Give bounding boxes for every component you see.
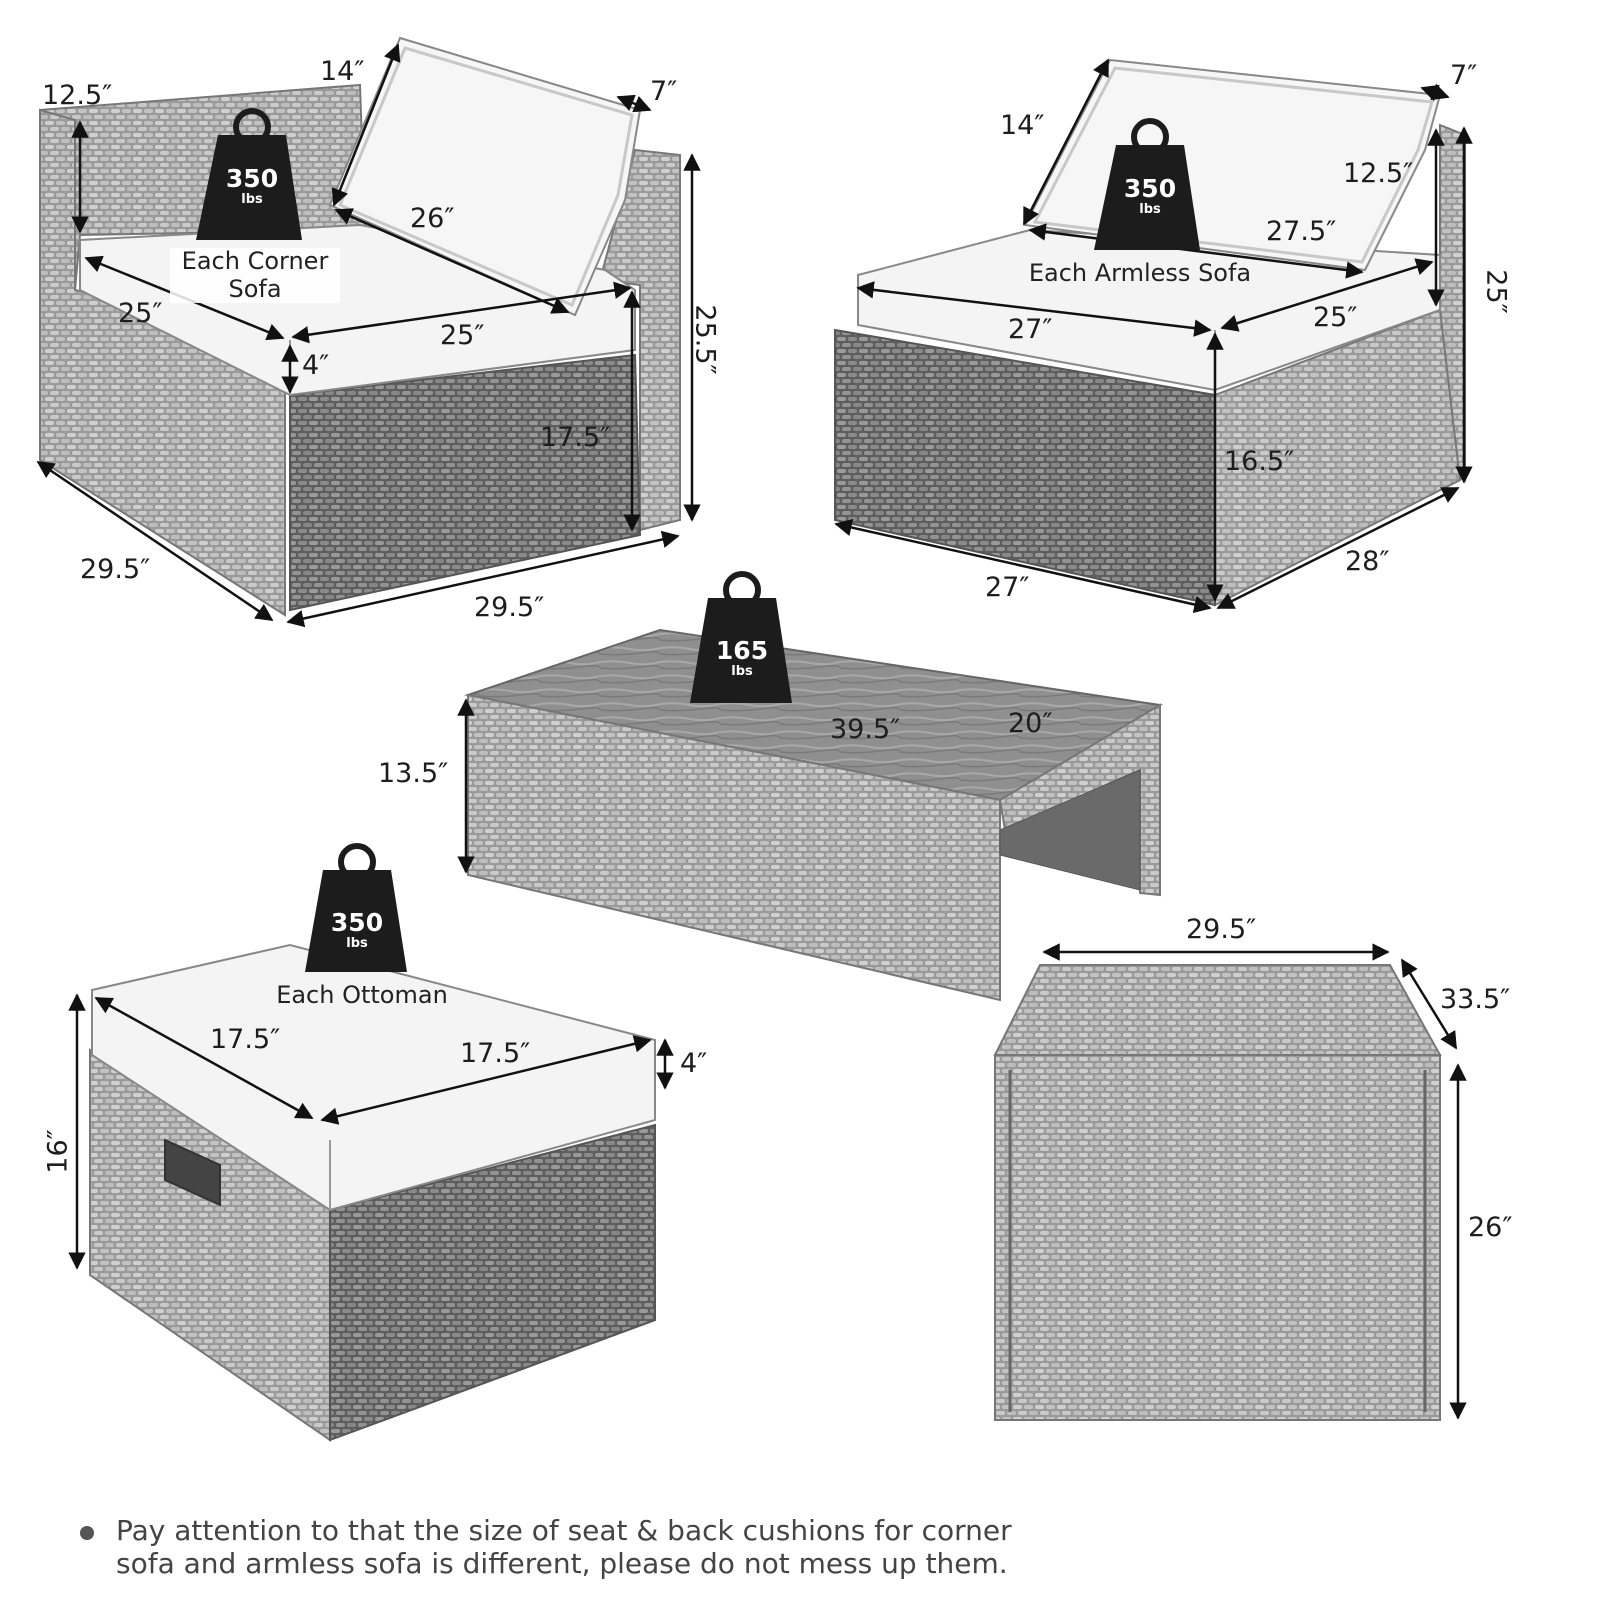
weight-icon xyxy=(196,108,302,240)
weight-value: 165 xyxy=(715,636,769,665)
dim-label: 16″ xyxy=(42,1129,74,1174)
dim-label: 17.5″ xyxy=(460,1038,531,1069)
dim-label: 25.5″ xyxy=(689,304,721,375)
corner-sofa-weight-badge: 350 lbs xyxy=(197,108,307,238)
armless-sofa-dimension-lines xyxy=(834,58,1473,614)
weight-unit: lbs xyxy=(346,936,368,951)
weight-value: 350 xyxy=(225,164,279,193)
coffee-table-weight-badge: 165 lbs xyxy=(687,580,797,710)
dim-label: 12.5″ xyxy=(42,80,113,111)
ottoman-weight-badge: 350 lbs xyxy=(302,852,412,982)
note-line: Pay attention to that the size of seat &… xyxy=(116,1514,1012,1547)
dim-label: 27″ xyxy=(1008,314,1053,345)
dim-label: 28″ xyxy=(1345,546,1390,577)
dim-label: 7″ xyxy=(650,76,678,107)
caption-line: Each Corner xyxy=(181,247,329,275)
dim-label: 17.5″ xyxy=(210,1024,281,1055)
dim-label: 25″ xyxy=(1313,302,1358,333)
dim-label: 27.5″ xyxy=(1266,216,1337,247)
dim-label: 16.5″ xyxy=(1224,446,1295,477)
dim-label: 14″ xyxy=(320,56,365,87)
corner-sofa-caption: Each Corner Sofa xyxy=(170,247,340,304)
storage-box-dimension-lines xyxy=(1042,943,1467,1420)
weight-icon xyxy=(305,843,407,972)
weight-value: 350 xyxy=(330,908,384,937)
dim-label: 17.5″ xyxy=(540,422,611,453)
coffee-table-drawing xyxy=(464,628,1163,1002)
caption-line: Sofa xyxy=(228,274,282,303)
dim-label: 33.5″ xyxy=(1440,984,1511,1015)
armless-sofa-weight-badge: 350 lbs xyxy=(1095,118,1205,248)
bullet-icon xyxy=(80,1526,94,1540)
ottoman-dimension-lines xyxy=(68,993,674,1270)
weight-value: 350 xyxy=(1123,174,1177,203)
dim-label: 29.5″ xyxy=(474,592,545,623)
weight-icon xyxy=(1094,118,1200,250)
dim-label: 4″ xyxy=(680,1048,708,1079)
dim-label: 25″ xyxy=(1480,269,1512,314)
dim-label: 13.5″ xyxy=(378,758,449,789)
weight-unit: lbs xyxy=(241,192,263,207)
dim-label: 29.5″ xyxy=(80,554,151,585)
dim-label: 14″ xyxy=(1000,110,1045,141)
dim-label: 39.5″ xyxy=(830,714,901,745)
dim-label: 4″ xyxy=(302,350,330,381)
dim-label: 20″ xyxy=(1008,708,1053,739)
ottoman-caption: Each Ottoman xyxy=(276,981,448,1009)
armless-sofa-caption: Each Armless Sofa xyxy=(1028,259,1252,287)
weight-icon xyxy=(690,571,792,703)
dim-label: 26″ xyxy=(410,203,455,234)
storage-box-drawing xyxy=(993,964,1442,1421)
dim-label: 27″ xyxy=(985,572,1030,603)
dim-label: 26″ xyxy=(1468,1212,1513,1243)
note-line: sofa and armless sofa is different, plea… xyxy=(116,1547,1008,1581)
weight-unit: lbs xyxy=(731,664,753,679)
dim-label: 7″ xyxy=(1450,60,1478,91)
dim-label: 29.5″ xyxy=(1186,914,1257,945)
dim-label: 25″ xyxy=(440,320,485,351)
dim-label: 25″ xyxy=(118,298,163,329)
weight-unit: lbs xyxy=(1139,202,1161,217)
ottoman-drawing xyxy=(89,943,656,1442)
dim-label: 12.5″ xyxy=(1343,158,1414,189)
cushion-note: Pay attention to that the size of seat &… xyxy=(80,1514,1080,1580)
